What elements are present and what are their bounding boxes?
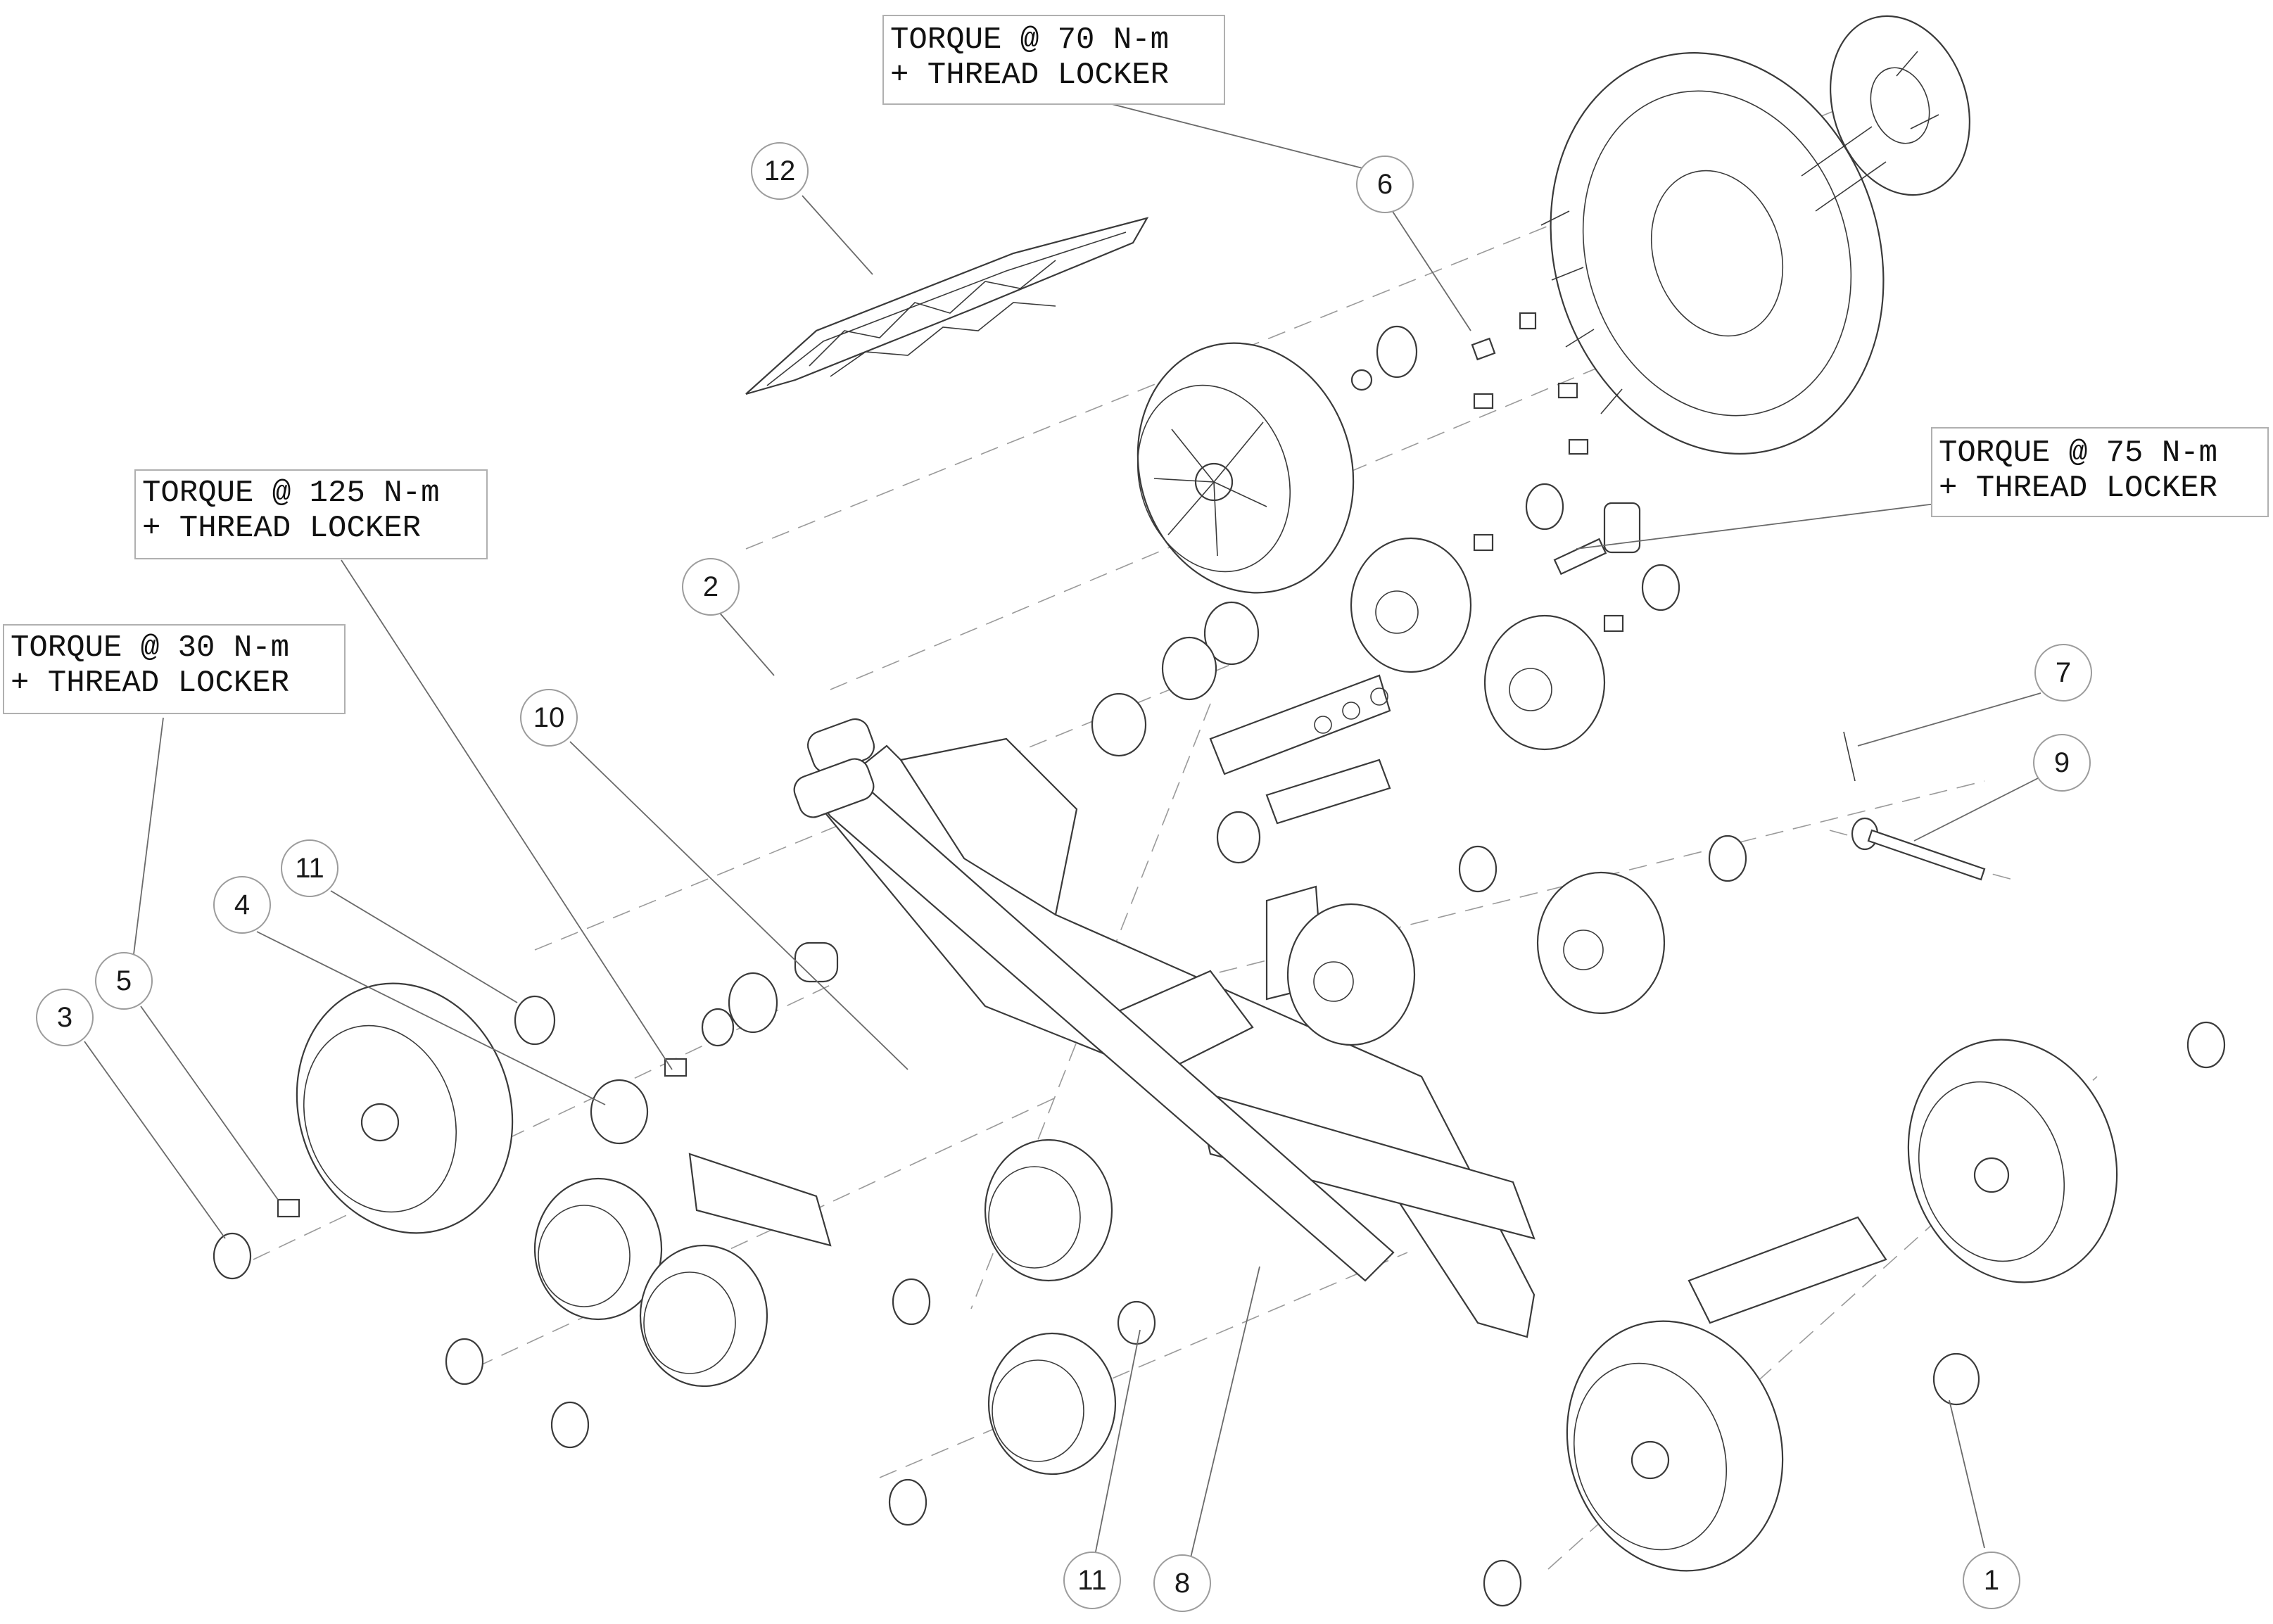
torque-note-125-line1: TORQUE @ 125 N-m — [142, 476, 439, 511]
callout-2: 2 — [682, 558, 740, 616]
svg-text:2: 2 — [703, 571, 718, 602]
large-wheel-left — [213, 941, 839, 1280]
svg-text:9: 9 — [2054, 747, 2070, 778]
bogie-wheels-left — [445, 1153, 832, 1449]
idler-wheels-right — [1286, 835, 1747, 1046]
callout-11-upper: 11 — [281, 839, 338, 897]
leader-lines — [84, 103, 2041, 1564]
large-wheel-upper — [1136, 342, 1355, 594]
pins — [1843, 731, 1986, 881]
torque-note-75: TORQUE @ 75 N-m + THREAD LOCKER — [1931, 427, 2269, 517]
suspension-frame — [793, 718, 1536, 1338]
torque-note-125-line2: + THREAD LOCKER — [142, 511, 421, 546]
torque-note-70: TORQUE @ 70 N-m + THREAD LOCKER — [882, 15, 1225, 105]
svg-text:11: 11 — [295, 853, 324, 884]
large-wheel-right — [1907, 1021, 2226, 1283]
torque-note-30-line2: + THREAD LOCKER — [11, 666, 289, 701]
callout-8: 8 — [1153, 1554, 1211, 1612]
torque-note-30-line1: TORQUE @ 30 N-m — [11, 630, 289, 666]
svg-text:6: 6 — [1377, 169, 1393, 200]
bogie-wheels-middle — [888, 1138, 1156, 1526]
callout-11-lower: 11 — [1063, 1552, 1121, 1609]
callout-3: 3 — [36, 989, 94, 1046]
torque-note-70-line1: TORQUE @ 70 N-m — [890, 23, 1169, 58]
callout-5: 5 — [95, 952, 153, 1010]
svg-text:3: 3 — [57, 1002, 72, 1033]
svg-text:10: 10 — [533, 702, 565, 733]
callout-1: 1 — [1963, 1552, 2020, 1609]
large-wheel-bottom — [1483, 1216, 1980, 1607]
torque-note-75-line2: + THREAD LOCKER — [1939, 471, 2217, 506]
svg-text:12: 12 — [764, 156, 796, 186]
svg-text:4: 4 — [234, 889, 250, 920]
drive-sprocket — [1540, 15, 1970, 455]
torque-note-125: TORQUE @ 125 N-m + THREAD LOCKER — [134, 469, 488, 559]
svg-text:5: 5 — [116, 965, 132, 996]
callout-4: 4 — [213, 876, 271, 934]
torque-note-70-line2: + THREAD LOCKER — [890, 58, 1169, 93]
svg-text:7: 7 — [2056, 657, 2071, 688]
svg-text:11: 11 — [1077, 1565, 1107, 1596]
upper-hardware — [1350, 312, 1680, 633]
callout-6: 6 — [1356, 156, 1414, 213]
callout-9: 9 — [2033, 734, 2091, 792]
torque-note-75-line1: TORQUE @ 75 N-m — [1939, 436, 2217, 471]
callout-12: 12 — [751, 142, 809, 200]
callout-7: 7 — [2034, 644, 2092, 702]
track-segment — [745, 217, 1149, 395]
callout-10: 10 — [520, 689, 578, 747]
svg-text:8: 8 — [1175, 1568, 1190, 1599]
svg-text:1: 1 — [1984, 1565, 1999, 1596]
torque-note-30: TORQUE @ 30 N-m + THREAD LOCKER — [3, 624, 346, 714]
idler-wheels-middle — [1091, 537, 1606, 864]
